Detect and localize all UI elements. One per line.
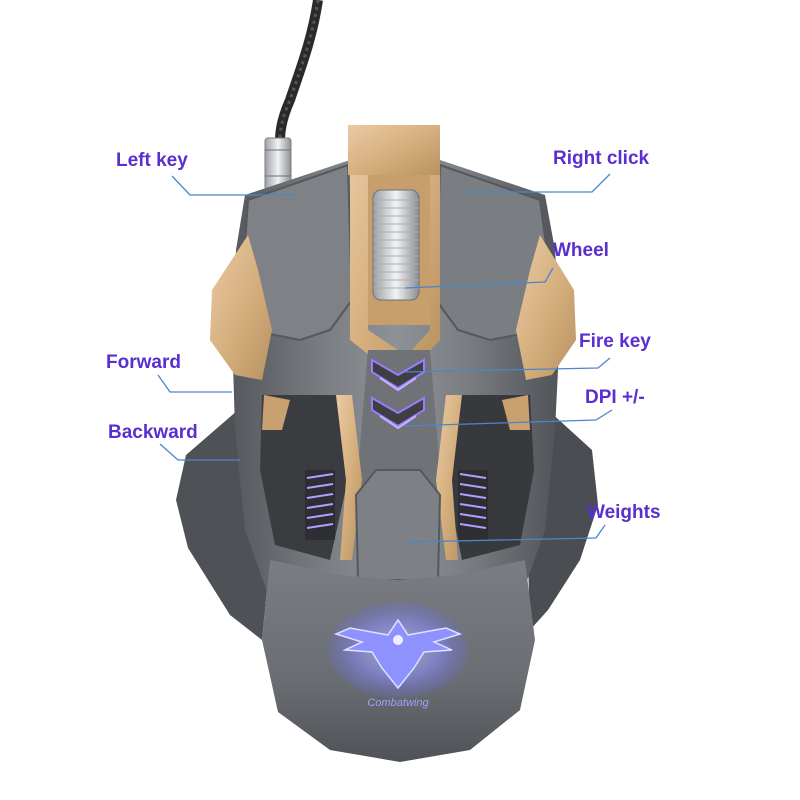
logo-wordmark: Combatwing [367, 697, 429, 709]
label-forward: Forward [106, 352, 181, 373]
gold-strut-right [436, 395, 462, 560]
leader-wheel [404, 267, 554, 289]
label-left-key: Left key [116, 150, 188, 171]
leader-lines [157, 173, 613, 543]
label-fire-key: Fire key [579, 331, 651, 352]
cable [264, 0, 323, 191]
leader-dpi [403, 409, 613, 427]
leader-backward [159, 443, 240, 461]
label-right-click: Right click [553, 148, 650, 169]
eagle-logo-icon [328, 602, 468, 698]
leader-weights [404, 524, 606, 543]
gold-trim-right [516, 235, 576, 380]
leader-left-key [171, 175, 296, 196]
left-spring [305, 470, 335, 540]
gold-strut-left [336, 395, 362, 560]
scroll-wheel [372, 189, 420, 301]
label-wheel: Wheel [553, 240, 609, 261]
dpi-button-chevron [371, 396, 425, 430]
leader-fire-key [403, 357, 611, 373]
gold-trim-left [210, 235, 272, 380]
leader-right-click [462, 173, 611, 193]
gold-vent-left [262, 395, 290, 430]
label-backward: Backward [108, 422, 198, 443]
gold-vent-right [502, 395, 530, 430]
leader-forward [157, 374, 232, 393]
weights-cover [354, 469, 442, 581]
label-weights: Weights [587, 502, 661, 523]
label-dpi: DPI +/- [585, 387, 645, 408]
right-spring [458, 470, 488, 540]
